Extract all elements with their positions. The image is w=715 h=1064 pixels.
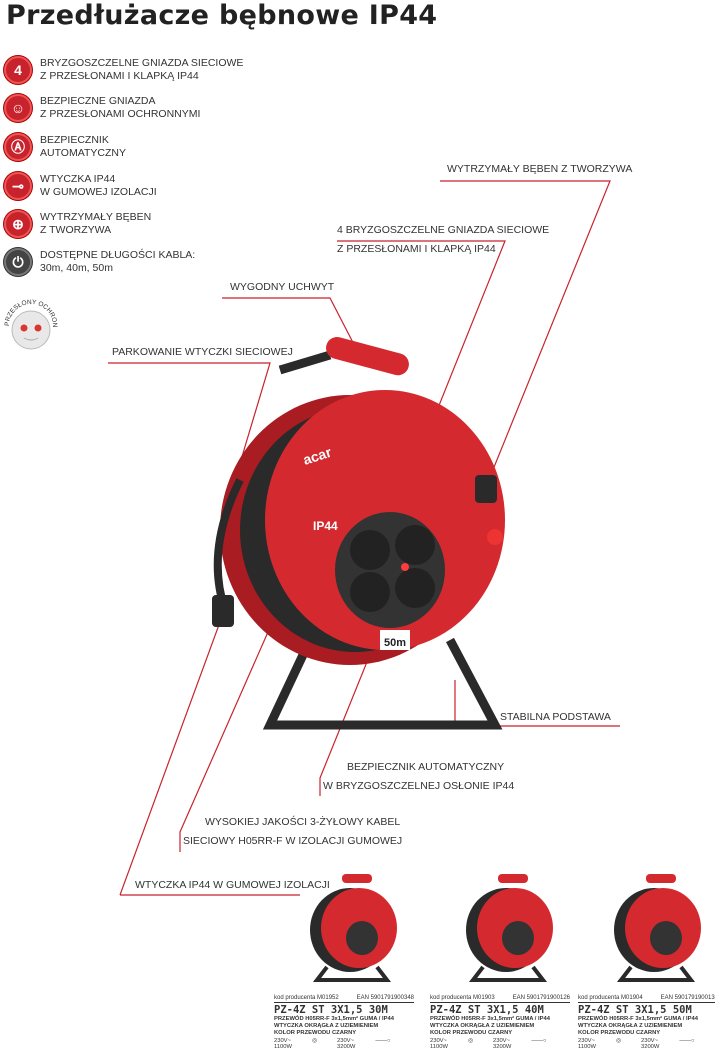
smiley-socket-icon: ☺: [4, 94, 32, 122]
feature-line-2: Z PRZESŁONAMI OCHRONNYMI: [40, 108, 201, 120]
page-title: Przedłużacze bębnowe IP44: [6, 0, 438, 31]
icon-glyph: ⊕: [12, 215, 24, 232]
product-thumbnail: [606, 872, 706, 987]
product-ean: EAN 5901791900348: [356, 995, 414, 1001]
power-uncoiled: 3200W: [337, 1044, 356, 1050]
icon-glyph: ⊸: [12, 177, 24, 194]
cable-straight-icon: ——○: [375, 1038, 391, 1044]
feature-line-2: Z TWORZYWA: [40, 224, 112, 236]
callout-fuse-1: BEZPIECZNIK AUTOMATYCZNY: [347, 761, 505, 773]
product-ean: EAN 5901791900126: [512, 995, 570, 1001]
product-cable: PRZEWÓD H05RR-F 3x1,5mm² GUMA / IP44: [274, 1016, 394, 1022]
callout-drum: WYTRZYMAŁY BĘBEN Z TWORZYWA: [447, 163, 633, 175]
callout-base: STABILNA PODSTAWA: [500, 711, 611, 723]
voltage-uncoiled: 230V~: [641, 1038, 658, 1044]
callout-parking: PARKOWANIE WTYCZKI SIECIOWEJ: [112, 346, 293, 358]
feature-line-2: 30m, 40m, 50m: [40, 262, 113, 274]
product-color: KOLOR PRZEWODU CZARNY: [430, 1030, 513, 1036]
cable-reel-image: acar IP44 50m: [212, 336, 505, 730]
power-uncoiled: 3200W: [641, 1044, 660, 1050]
product-model: PZ-4Z ST 3X1,5 40M: [430, 1004, 544, 1016]
number-4-icon: 4: [4, 56, 32, 84]
voltage-coiled: 230V~: [430, 1038, 447, 1044]
coil-icon: ◎: [467, 1038, 473, 1044]
feature-text: DOSTĘPNE DŁUGOŚCI KABLA:30m, 40m, 50m: [40, 249, 195, 275]
callout-plug: WTYCZKA IP44 W GUMOWEJ IZOLACJI: [135, 879, 330, 891]
callout-cable-2: SIECIOWY H05RR-F W IZOLACJI GUMOWEJ: [183, 835, 403, 847]
product-thumbnail: [302, 872, 402, 987]
voltage-coiled: 230V~: [578, 1038, 595, 1044]
icon-glyph: 4: [14, 62, 22, 78]
feature-line-2: AUTOMATYCZNY: [40, 147, 126, 159]
plug: [212, 595, 234, 627]
feature-item: ⏻ DOSTĘPNE DŁUGOŚCI KABLA:30m, 40m, 50m: [4, 248, 195, 276]
product-plug: WTYCZKA OKRĄGŁA Z UZIEMIENIEM: [578, 1023, 683, 1029]
icon-glyph: Ⓐ: [11, 139, 25, 155]
feature-line-1: DOSTĘPNE DŁUGOŚCI KABLA:: [40, 249, 196, 261]
product-plug: WTYCZKA OKRĄGŁA Z UZIEMIENIEM: [430, 1023, 535, 1029]
cable-straight-icon: ——○: [531, 1038, 547, 1044]
product-cable: PRZEWÓD H05RR-F 3x1,5mm² GUMA / IP44: [430, 1016, 550, 1022]
product-color: KOLOR PRZEWODU CZARNY: [274, 1030, 357, 1036]
product-model: PZ-4Z ST 3X1,5 30M: [274, 1004, 388, 1016]
product-code: kod producenta M01952: [274, 995, 339, 1001]
product-ean: EAN 5901791900133: [660, 995, 715, 1001]
feature-line-2: W GUMOWEJ IZOLACJI: [40, 186, 157, 198]
feature-line-1: BEZPIECZNIK: [40, 134, 109, 146]
callout-cable-1: WYSOKIEJ JAKOŚCI 3-ŻYŁOWY KABEL: [205, 816, 401, 828]
power-coiled: 1100W: [430, 1044, 448, 1050]
callout-sockets-1: 4 BRYZGOSZCZELNE GNIAZDA SIECIOWE: [337, 224, 550, 236]
feature-line-1: WYTRZYMAŁY BĘBEN: [40, 211, 152, 223]
product-code: kod producenta M01903: [430, 995, 495, 1001]
fuse-a-icon: Ⓐ: [4, 133, 32, 161]
power-coiled: 1100W: [578, 1044, 596, 1050]
cable-length-icon: ⏻: [4, 248, 32, 276]
voltage-coiled: 230V~: [274, 1038, 291, 1044]
icon-glyph: ⏻: [12, 253, 24, 270]
coil-icon: ◎: [311, 1038, 317, 1044]
feature-line-1: WTYCZKA IP44: [40, 173, 116, 185]
feature-line-1: BEZPIECZNE GNIAZDA: [40, 95, 156, 107]
product-spec: kod producenta M01903 EAN 5901791900126 P…: [430, 995, 570, 1050]
power-coiled: 1100W: [274, 1044, 292, 1050]
voltage-uncoiled: 230V~: [337, 1038, 354, 1044]
reel-length: 50m: [384, 637, 406, 649]
product-spec: kod producenta M01952 EAN 5901791900348 P…: [274, 995, 414, 1050]
drum-icon: ⊕: [4, 210, 32, 238]
feature-line-2: Z PRZESŁONAMI I KLAPKĄ IP44: [40, 70, 199, 82]
product-code: kod producenta M01904: [578, 995, 643, 1001]
power-uncoiled: 3200W: [493, 1044, 512, 1050]
feature-line-1: BRYZGOSZCZELNE GNIAZDA SIECIOWE: [40, 57, 244, 69]
product-plug: WTYCZKA OKRĄGŁA Z UZIEMIENIEM: [274, 1023, 379, 1029]
callout-sockets-2: Z PRZESŁONAMI I KLAPKĄ IP44: [337, 243, 496, 255]
reel-ip: IP44: [313, 519, 338, 533]
icon-glyph: ☺: [10, 100, 26, 116]
product-thumbnail: [458, 872, 558, 987]
shutter-badge: PRZESŁONY OCHRONNE: [1, 291, 59, 352]
product-spec: kod producenta M01904 EAN 5901791900133 P…: [578, 995, 715, 1050]
coil-icon: ◎: [615, 1038, 621, 1044]
cable-straight-icon: ——○: [679, 1038, 695, 1044]
plug-icon: ⊸: [4, 172, 32, 200]
product-model: PZ-4Z ST 3X1,5 50M: [578, 1004, 692, 1016]
product-cable: PRZEWÓD H05RR-F 3x1,5mm² GUMA / IP44: [578, 1016, 698, 1022]
callout-handle: WYGODNY UCHWYT: [230, 281, 335, 293]
callout-fuse-2: W BRYZGOSZCZELNEJ OSŁONIE IP44: [323, 780, 515, 792]
handle: [326, 336, 409, 376]
product-color: KOLOR PRZEWODU CZARNY: [578, 1030, 661, 1036]
voltage-uncoiled: 230V~: [493, 1038, 510, 1044]
